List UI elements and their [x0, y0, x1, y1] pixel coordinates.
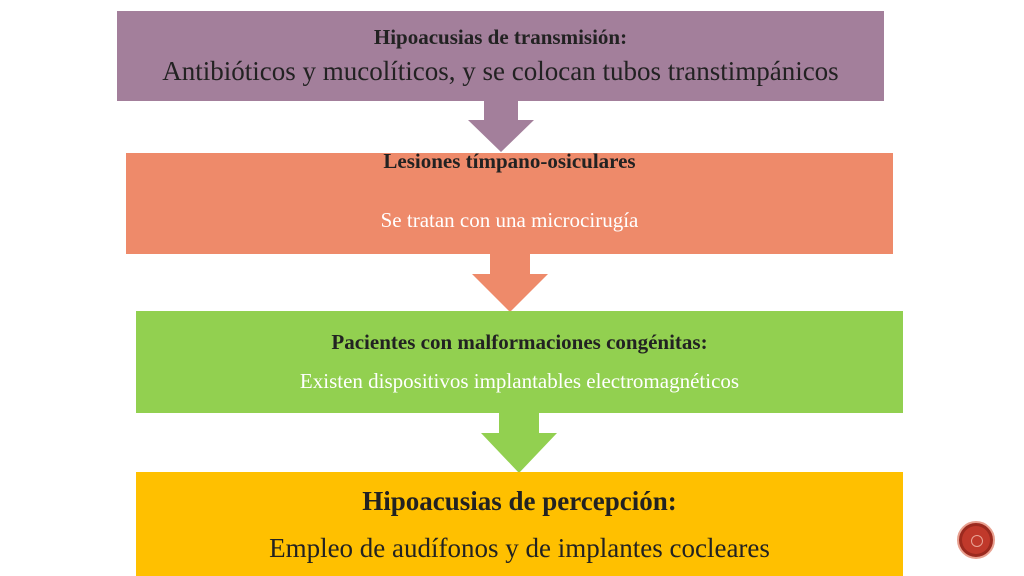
down-arrow-icon: [472, 254, 548, 312]
flow-step-percepcion: Hipoacusias de percepción: Empleo de aud…: [136, 472, 903, 576]
flow-step-lesiones: Lesiones tímpano-osiculares Se tratan co…: [126, 149, 893, 254]
step-body: Empleo de audífonos y de implantes cocle…: [269, 533, 770, 563]
step-title: Pacientes con malformaciones congénitas:: [331, 330, 708, 354]
step-title: Hipoacusias de transmisión:: [373, 25, 628, 49]
circle-badge-icon: [957, 521, 995, 559]
down-arrow-icon: [468, 100, 534, 152]
badge-dot-icon: [971, 535, 983, 547]
step-body: Antibióticos y mucolíticos, y se colocan…: [162, 56, 839, 86]
step-body: Existen dispositivos implantables electr…: [299, 369, 740, 393]
down-arrow-icon: [481, 413, 557, 473]
step-title: Hipoacusias de percepción:: [362, 486, 677, 516]
step-body: Se tratan con una microcirugía: [380, 208, 639, 232]
flow-step-transmission: Hipoacusias de transmisión: Antibióticos…: [117, 11, 884, 101]
step-title: Lesiones tímpano-osiculares: [383, 149, 636, 173]
flow-step-malformaciones: Pacientes con malformaciones congénitas:…: [136, 311, 903, 413]
